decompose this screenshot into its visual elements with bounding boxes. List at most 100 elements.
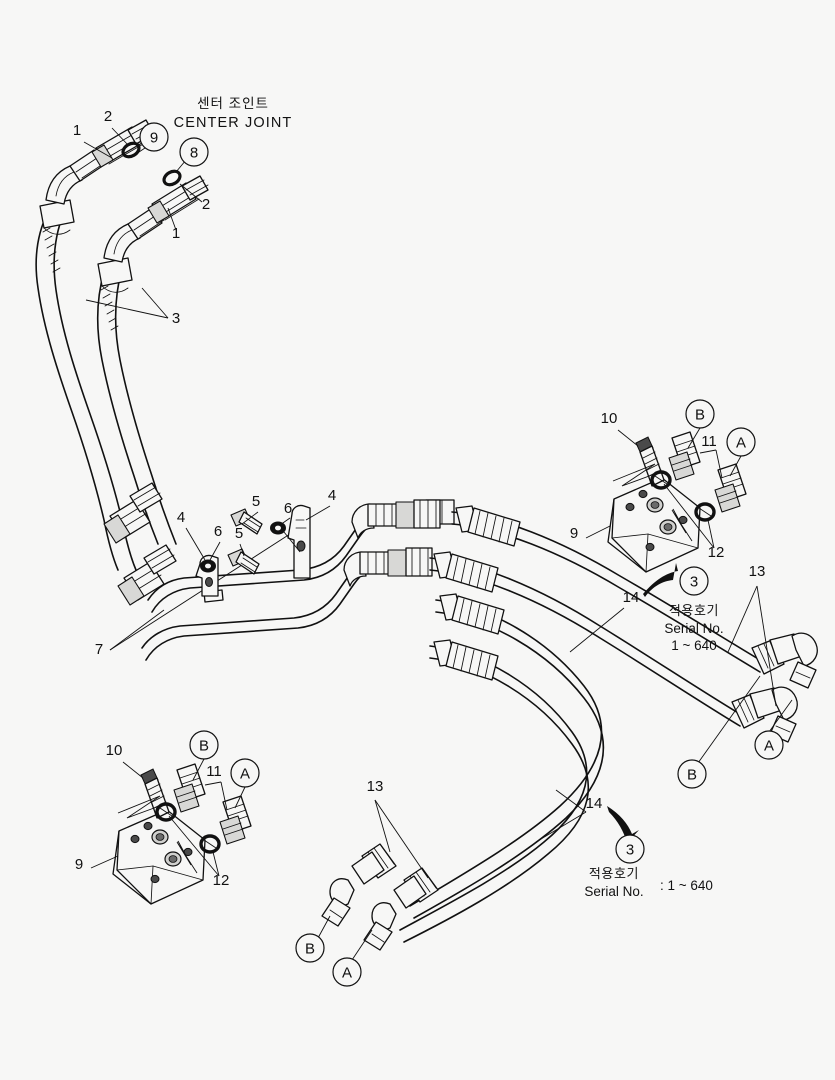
callout-14-right: 14	[623, 589, 640, 606]
circle-label-b-bottom: B	[305, 941, 315, 958]
callout-11-right: 11	[701, 433, 717, 450]
leader-lines-7	[109, 533, 291, 651]
adapter-fitting-left-a	[219, 795, 252, 845]
callout-9-left: 9	[75, 856, 83, 873]
callout-2-right: 2	[202, 196, 210, 213]
callout-7: 7	[95, 641, 103, 658]
adapter-fitting-right-b	[668, 431, 701, 481]
callout-12-left: 12	[213, 872, 230, 889]
circle-callout-a-right: A	[726, 427, 756, 457]
valve-block-detail-right	[585, 427, 747, 573]
hose-end-fitting-bottom-right	[363, 867, 439, 951]
leader-lines-14	[535, 607, 625, 843]
callout-1-left: 1	[73, 122, 81, 139]
circle-callouts: 9 8 B A 3 A B	[139, 122, 784, 987]
callout-3-top: 3	[172, 310, 180, 327]
adapter-fitting-right-a	[714, 463, 747, 513]
tube-end-fitting-upper	[351, 499, 455, 539]
note-arrow-bottom	[607, 806, 639, 843]
serial-note-right-kr: 적용호기	[669, 603, 719, 618]
callout-13-bottom: 13	[367, 778, 384, 795]
valve-block-detail-left	[90, 758, 252, 905]
leader-lines-block-right	[585, 427, 742, 549]
circle-callout-b-right: B	[685, 399, 715, 429]
title-english: CENTER JOINT	[174, 115, 293, 131]
o-ring-right-b	[650, 470, 672, 490]
serial-note-right: 적용호기 Serial No. 1 ~ 640	[664, 603, 723, 653]
adapter-fitting-ur	[147, 175, 209, 224]
callout-12-right: 12	[708, 544, 725, 561]
serial-note-bottom: 적용호기 Serial No. : 1 ~ 640	[584, 866, 713, 899]
circle-label-a-rightend: A	[764, 738, 774, 755]
adapter-fitting-left-b	[173, 763, 206, 813]
serial-note-right-en: Serial No.	[664, 621, 723, 636]
circle-label-b-right: B	[695, 407, 705, 424]
circle-label-9-top: 9	[150, 130, 158, 147]
callout-5-upper: 5	[252, 493, 260, 510]
circle-label-b-rightend: B	[687, 767, 697, 784]
circle-callout-9-top: 9	[139, 122, 169, 152]
hose-lower-fittings-left	[103, 482, 177, 606]
o-ring-right-a	[694, 502, 716, 522]
assembly-arrows-left	[117, 795, 198, 874]
hose-bundle-center	[399, 505, 761, 943]
valve-block-left	[112, 809, 206, 905]
washer-upper	[270, 521, 286, 535]
page-title: 센터 조인트 CENTER JOINT	[174, 96, 293, 131]
leader-lines-13-right	[697, 585, 793, 764]
callout-4-upper: 4	[328, 487, 336, 504]
circle-callout-b-left: B	[189, 730, 219, 760]
callout-labels: 1 2 2 1 3 5 6 4 4 6 5 7 10 11 9 12 13 14…	[73, 108, 766, 889]
callout-10-right: 10	[601, 410, 618, 427]
circle-label-a-bottom: A	[342, 965, 352, 982]
circle-label-b-left: B	[199, 738, 209, 755]
valve-block-right	[607, 477, 701, 573]
callout-6-upper: 6	[284, 500, 292, 517]
callout-1-right: 1	[172, 225, 180, 242]
bolt-long-right	[635, 436, 665, 487]
circle-label-3-bottom: 3	[626, 842, 634, 859]
callout-13-right: 13	[749, 563, 766, 580]
callout-9-right: 9	[570, 525, 578, 542]
callout-14-bottom: 14	[586, 795, 603, 812]
serial-note-bottom-kr: 적용호기	[589, 866, 639, 881]
hose-assembly-upper-right	[96, 169, 209, 545]
washer-lower	[200, 559, 216, 573]
circle-label-8-top: 8	[190, 145, 198, 162]
hose-end-fitting-right-upper	[751, 632, 818, 689]
circle-callout-b-rightend: B	[677, 759, 707, 789]
callout-11-left: 11	[206, 763, 222, 780]
o-ring-left-b	[155, 802, 177, 822]
o-ring-left-a	[199, 834, 221, 854]
leader-lines-13-bottom	[317, 799, 429, 961]
circle-label-3-right: 3	[690, 574, 698, 591]
serial-note-bottom-en: Serial No.	[584, 884, 643, 899]
title-korean: 센터 조인트	[197, 96, 269, 111]
o-ring-ur	[162, 169, 182, 187]
circle-label-a-left: A	[240, 766, 250, 783]
hose-ferrule-d	[433, 639, 499, 681]
hose-ferrule-b	[433, 551, 499, 593]
callout-10-left: 10	[106, 742, 123, 759]
hose-spring-guard-ur	[100, 285, 119, 331]
circle-callout-a-bottom: A	[332, 957, 362, 987]
callout-6-lower: 6	[214, 523, 222, 540]
serial-note-right-range: 1 ~ 640	[671, 638, 716, 653]
leader-lines-clamps	[185, 505, 331, 561]
leader-lines-block-left	[90, 758, 246, 877]
clamp-bracket-upper	[287, 504, 311, 579]
callout-4-lower: 4	[177, 509, 185, 526]
callout-5-lower: 5	[235, 525, 243, 542]
hose-ferrule-a	[455, 505, 521, 547]
circle-callout-8-top: 8	[179, 137, 209, 167]
bolt-lower	[227, 548, 260, 575]
tube-end-fitting-lower	[343, 547, 433, 587]
hose-end-fitting-bottom-left	[321, 843, 397, 927]
callout-2-left: 2	[104, 108, 112, 125]
bolt-long-left	[140, 768, 170, 819]
hose-spring-guard-ul	[42, 227, 61, 273]
circle-callout-3-bottom: 3	[615, 834, 645, 864]
circle-callout-a-rightend: A	[754, 730, 784, 760]
